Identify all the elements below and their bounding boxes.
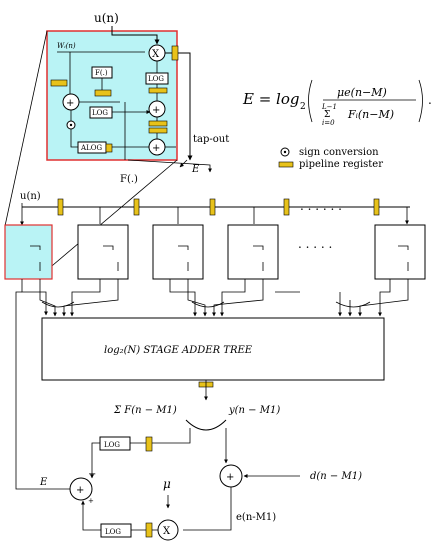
svg-text:LOG: LOG [105,528,121,536]
ellipsis-mid: . . . . . [298,237,332,251]
sum-f-label: Σ F(n − M1) [113,405,177,416]
register-log-top [145,436,153,452]
zoom-line-right [39,159,178,277]
inset-register-1 [171,45,179,61]
tap-block-5 [374,224,426,280]
tap-block-3 [152,224,204,280]
mu-label: μ [163,477,171,491]
svg-text:ALOG: ALOG [80,144,102,152]
legend-pipeline-register: pipeline register [299,159,383,170]
plus-sign: + [88,497,94,505]
svg-text:Σ: Σ [324,110,330,120]
minus-sign: − [88,469,96,480]
svg-text:LOG: LOG [104,441,120,449]
svg-text:LOG: LOG [148,75,164,83]
inset-register-6 [148,127,168,134]
inset-log-mid [89,106,113,119]
register-log-bottom [145,522,153,538]
adder-tree-label: log₂(N) STAGE ADDER TREE [104,345,253,356]
svg-text:Fᵢ(n−M): Fᵢ(n−M) [347,108,394,121]
adder-tree [41,317,385,381]
svg-text:+: + [226,472,234,483]
svg-text:+: + [66,98,74,109]
legend-sign-conversion: sign conversion [299,147,379,158]
feedback-e-label: E [191,164,200,175]
pipeline-register-legend-icon [278,161,294,168]
output-split-arc [185,419,227,431]
svg-text:X: X [152,49,160,60]
y-out-label: y(n − M1) [228,405,280,416]
inset-register-2 [50,79,68,87]
svg-text:+: + [76,485,84,496]
svg-text:μe(n−M): μe(n−M) [337,86,387,99]
bus-register [133,198,140,216]
log-bottom-box [100,523,132,538]
svg-text:L−1: L−1 [321,103,337,111]
error-formula: E = log 2 μe(n−M) L−1 Σ i=0 Fᵢ(n−M) . [242,79,432,127]
inset-register-5 [148,120,168,127]
svg-text:X: X [163,526,171,537]
inset-register-3 [94,89,112,97]
tap-out-label: tap-out [193,134,229,145]
svg-text:.: . [428,93,432,107]
svg-text:E = log: E = log [242,90,299,108]
log-top-box [99,436,131,451]
svg-text:LOG: LOG [92,109,108,117]
inset-register-4 [148,87,168,94]
svg-text:+: + [152,105,160,116]
error-label: e(n-M1) [236,512,276,523]
tap-block-1-highlighted [4,224,53,280]
svg-text:i=0: i=0 [322,119,335,127]
zoom-line-left [4,30,48,227]
inset-weight-label: Wᵢ(n) [57,42,76,50]
feedback-f-label: F(.) [120,174,138,185]
bus-register [283,198,290,216]
bus-register [209,198,216,216]
input-label: u(n) [94,11,119,25]
input-bus-registers [57,198,380,216]
input-row-label: u(n) [20,191,41,202]
ellipsis-top: . . . . . . [300,199,342,213]
legend: sign conversion pipeline register [278,147,383,170]
bus-register [373,198,380,216]
desired-label: d(n − M1) [310,471,362,482]
svg-text:+: + [152,143,160,154]
tap-block-2 [77,224,129,280]
svg-text:2: 2 [300,102,306,112]
svg-text:F(.): F(.) [95,69,108,77]
tap-block-4 [227,224,279,280]
e-left-label: E [39,477,48,488]
bus-register [57,198,64,216]
inset-register-7 [105,143,113,153]
